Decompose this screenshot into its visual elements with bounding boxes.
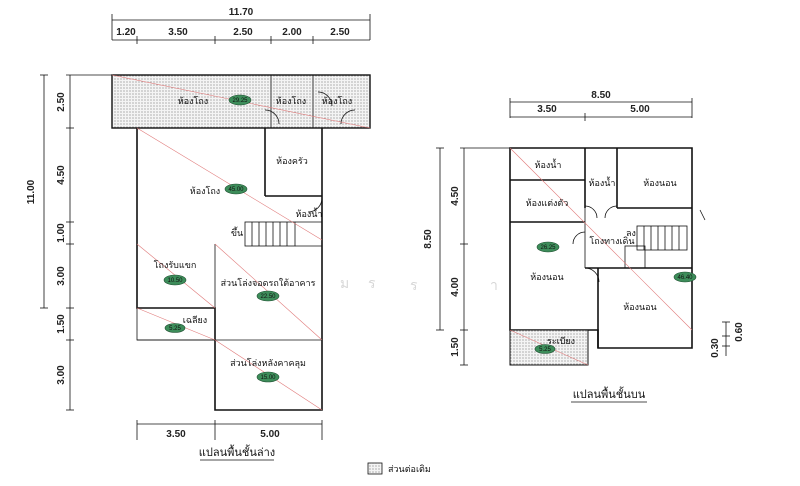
upper-room-corridor: โถงทางเดิน [589,236,634,247]
lower-door-1 [264,109,280,125]
legend-label: ส่วนต่อเติม [388,464,431,475]
lower-top-total-dimension: 11.70 [111,7,371,40]
upper-area-bedroom2: 26.25 [540,245,556,251]
upper-area-balcony: 5.25 [539,347,551,353]
lower-left-dim-6: 3.00 [56,365,67,385]
lower-stair-up-label: ขึ้น [231,226,243,239]
upper-left-dim-2: 4.00 [450,277,461,297]
upper-area-bedroom3: 46.40 [677,275,693,281]
lower-area-carport: 22.50 [260,294,276,300]
upper-floor-caption: แปลนพื้นชั้นบน [573,386,646,401]
upper-door-1 [584,205,598,219]
upper-area-badge-balcony [534,344,556,354]
upper-left-dim-1: 4.50 [450,186,461,206]
lower-room-kitchen: ห้องครัว [276,156,308,167]
lower-left-dim-4: 3.00 [56,266,67,286]
faint-mark-2: ร [368,276,376,292]
upper-left-dim-3: 1.50 [450,337,461,357]
lower-area-back-open: 15.00 [260,375,276,381]
lower-floor-plan: 11.70 1.20 3.50 2.50 2.00 2.50 11.00 [26,7,371,461]
lower-area-badge-shed [164,323,186,333]
lower-left-dim-1: 2.50 [56,92,67,112]
lower-room-back-open: ส่วนโล่งหลังคาคลุม [230,358,306,369]
upper-top-dimensions: 8.50 3.50 5.00 [509,90,693,121]
legend-swatch [367,462,383,475]
lower-room-carport: ส่วนโล่งจอดรถใต้อาคาร [221,278,316,289]
lower-top-dim-5: 2.50 [330,27,350,38]
upper-floor-plan: 8.50 3.50 5.00 8.50 4.50 4.00 1.50 [423,90,745,403]
lower-area-badge-back-open [256,371,280,383]
lower-top-segment-dimensions: 1.20 3.50 2.50 2.00 2.50 [112,27,370,44]
upper-stairs [624,225,688,269]
lower-room-hallway-right: ห้องโถง [322,96,352,107]
legend: ส่วนต่อเติม [367,462,431,475]
lower-area-badge-reception [163,274,187,286]
lower-top-total-label: 11.70 [229,7,254,18]
lower-top-dim-4: 2.00 [282,27,302,38]
faint-mark-1: ม [340,276,349,292]
upper-room-dressing: ห้องแต่งตัว [526,198,569,209]
lower-floor-caption: แปลนพื้นชั้นล่าง [199,444,275,459]
faint-mark-4: า [490,278,498,294]
upper-right-dim-2: 0.60 [734,322,745,342]
lower-stairs [244,221,323,247]
upper-door-3 [572,231,586,245]
lower-door-4 [307,197,323,213]
lower-left-dim-5: 1.50 [56,314,67,334]
upper-door-2 [604,205,618,219]
lower-area-hall-main: 45.00 [228,187,244,193]
faint-mark-3: ร [410,278,418,294]
upper-window-mark [699,209,706,221]
upper-left-total-label: 8.50 [423,229,434,249]
upper-room-bath1: ห้องน้ำ [535,158,562,171]
lower-area-badge-hall-main [224,183,248,195]
lower-area-badge-carport [256,290,280,302]
upper-door-4 [584,267,600,283]
upper-room-bedroom1: ห้องนอน [643,178,676,189]
lower-room-hallway-top: ห้องโถง [178,96,208,107]
lower-top-dim-1: 1.20 [116,27,136,38]
upper-area-badge-bedroom3 [673,271,697,283]
upper-stair-down-label: ลง [626,229,636,239]
upper-right-dimensions: 0.30 0.60 [710,321,745,358]
lower-room-shed: เฉลียง [183,315,207,326]
lower-bottom-dim-1: 3.50 [166,429,186,440]
lower-room-hallway-mid: ห้องโถง [276,96,306,107]
lower-bottom-dimensions: 3.50 5.00 [136,420,323,440]
upper-room-bedroom3: ห้องนอน [623,302,656,313]
lower-room-reception: โถงรับแขก [154,260,197,271]
lower-main-walls [136,128,323,411]
lower-area-hallway-top: 29.25 [232,98,248,104]
upper-room-bath2: ห้องน้ำ [589,176,616,189]
upper-room-balcony: ระเบียง [547,336,575,347]
lower-left-dim-3: 1.00 [56,223,67,243]
lower-left-total-label: 11.00 [26,179,37,204]
lower-room-hall-main: ห้องโถง [190,186,220,197]
lower-left-dim-2: 4.50 [56,165,67,185]
lower-room-bathroom: ห้องน้ำ [296,207,323,220]
lower-area-shed: 5.25 [169,326,181,332]
upper-room-bedroom2: ห้องนอน [530,272,563,283]
upper-top-total-label: 8.50 [591,90,611,101]
lower-left-dimensions: 11.00 2.50 4.50 1.00 3.00 1.50 3.00 [26,74,112,411]
lower-area-badge-hallway-top [228,94,252,106]
lower-door-2 [317,91,333,107]
lower-area-reception: 10.50 [167,278,183,284]
lower-top-dim-2: 3.50 [168,27,188,38]
upper-left-dimensions: 8.50 4.50 4.00 1.50 [423,147,510,366]
lower-top-dim-3: 2.50 [233,27,253,38]
lower-bottom-dim-2: 5.00 [260,429,280,440]
upper-top-dim-2: 5.00 [630,104,650,115]
upper-right-dim-1: 0.30 [710,338,721,358]
upper-area-badge-bedroom2 [536,241,560,253]
upper-top-dim-1: 3.50 [537,104,557,115]
